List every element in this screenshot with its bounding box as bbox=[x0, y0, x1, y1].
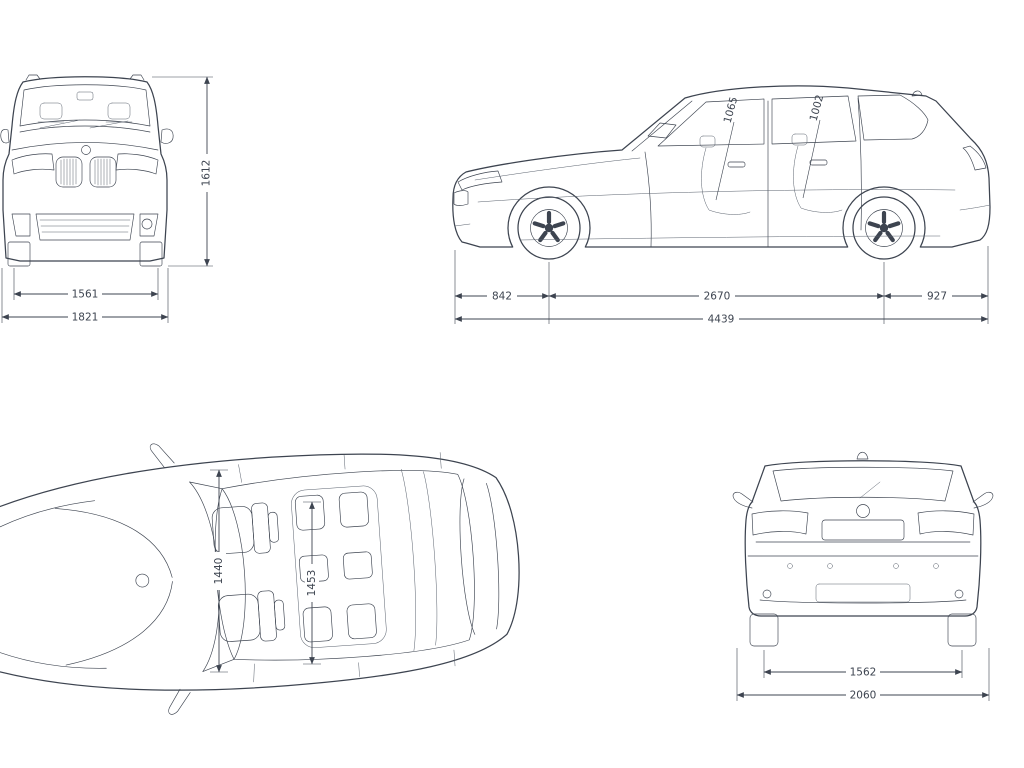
door-handle bbox=[809, 159, 828, 166]
rear-view-car bbox=[732, 451, 994, 647]
left-headlight bbox=[11, 153, 55, 175]
front-seats bbox=[211, 502, 286, 642]
right-mirror bbox=[168, 688, 191, 715]
front-view: 1612 1561 1821 bbox=[0, 74, 214, 324]
interior-seats bbox=[699, 133, 843, 215]
right-mirror bbox=[972, 491, 994, 509]
right-mirror bbox=[160, 128, 174, 144]
dim-label-overall-length: 4439 bbox=[708, 314, 735, 326]
front-view-car bbox=[0, 74, 174, 267]
dim-label-rear-overhang: 927 bbox=[927, 291, 947, 303]
rear-bench bbox=[291, 485, 387, 648]
brand-roundel bbox=[856, 504, 870, 518]
brand-roundel bbox=[81, 145, 91, 155]
top-view-car bbox=[0, 443, 520, 715]
dim-label-track-width: 1561 bbox=[72, 289, 99, 301]
left-mirror bbox=[732, 491, 754, 509]
right-headlight bbox=[115, 153, 159, 175]
rear-view-dimensions: 1562 2060 bbox=[736, 648, 990, 702]
dim-label-rear-interior-width: 1453 bbox=[306, 570, 318, 597]
dim-label-wheelbase: 2670 bbox=[704, 291, 731, 303]
front-wheel bbox=[518, 197, 580, 259]
door-handle bbox=[727, 161, 746, 168]
rear-view: 1562 2060 bbox=[732, 451, 994, 702]
right-taillight bbox=[917, 510, 975, 536]
dim-label-overall-width-mirrors: 2060 bbox=[850, 690, 877, 702]
dim-label-overall-width: 1821 bbox=[72, 312, 99, 324]
brand-roundel bbox=[135, 573, 150, 588]
left-mirror bbox=[149, 443, 175, 469]
taillight bbox=[962, 145, 987, 171]
license-plate-recess bbox=[821, 519, 905, 541]
dim-label-rear-headroom: 1002 bbox=[808, 94, 827, 123]
antenna-fin bbox=[911, 90, 923, 97]
dim-label-front-interior-width: 1440 bbox=[213, 558, 225, 585]
side-view-dimensions: 842 2670 927 4439 bbox=[454, 246, 989, 326]
interior-mirror bbox=[76, 91, 94, 101]
fog-lamp bbox=[141, 218, 153, 230]
dim-label-height: 1612 bbox=[201, 160, 213, 187]
headlight bbox=[457, 170, 503, 191]
top-view-dimensions: 1440 1453 bbox=[210, 469, 321, 673]
left-taillight bbox=[751, 510, 809, 536]
antenna-fin bbox=[856, 451, 869, 460]
rear-wheel bbox=[853, 197, 915, 259]
dim-label-rear-track: 1562 bbox=[850, 667, 877, 679]
side-view: 1065 1002 842 2670 927 4439 bbox=[452, 85, 991, 326]
grille bbox=[453, 190, 469, 206]
side-mirror bbox=[647, 122, 677, 139]
rear-wiper bbox=[859, 481, 881, 499]
dim-label-front-overhang: 842 bbox=[492, 291, 512, 303]
front-view-dimensions: 1612 1561 1821 bbox=[1, 76, 214, 324]
left-mirror bbox=[0, 129, 10, 144]
dim-label-front-headroom: 1065 bbox=[722, 96, 741, 125]
side-view-car: 1065 1002 bbox=[452, 85, 991, 259]
top-view: 1440 1453 bbox=[0, 443, 520, 715]
kidney-grille bbox=[55, 156, 117, 188]
